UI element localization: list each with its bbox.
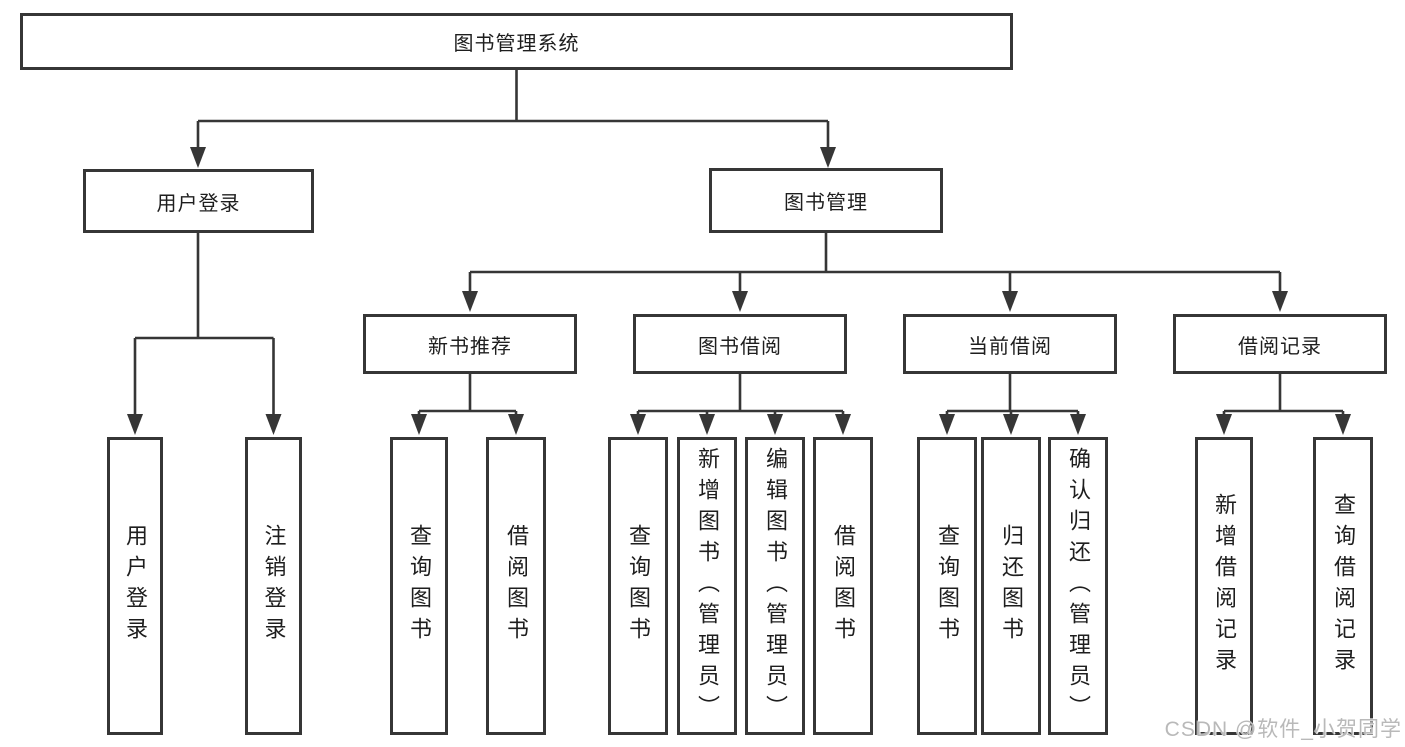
arrowhead-icon — [411, 414, 427, 435]
leaf-rec-query-books: 查询图书 — [390, 437, 448, 735]
leaf-rec-query-books-label: 查询图书 — [407, 524, 432, 648]
node-book-borrow: 图书借阅 — [633, 314, 847, 374]
leaf-add-books-admin-label: 新增图书（管理员） — [695, 446, 720, 726]
node-current-borrow: 当前借阅 — [903, 314, 1117, 374]
leaf-query-borrow-record-label: 查询借阅记录 — [1331, 493, 1356, 679]
leaf-confirm-return-admin-label: 确认归还（管理员） — [1066, 446, 1091, 726]
arrowhead-icon — [127, 414, 143, 435]
arrowhead-icon — [1216, 414, 1232, 435]
node-root-label: 图书管理系统 — [453, 33, 580, 55]
leaf-add-books-admin: 新增图书（管理员） — [677, 437, 737, 735]
leaf-return-books: 归还图书 — [981, 437, 1041, 735]
leaf-add-borrow-record-label: 新增借阅记录 — [1212, 493, 1237, 679]
arrowhead-icon — [1335, 414, 1351, 435]
leaf-query-borrow-record: 查询借阅记录 — [1313, 437, 1373, 735]
leaf-user-login: 用户登录 — [107, 437, 163, 735]
arrowheads — [127, 147, 1351, 435]
leaf-current-query-books: 查询图书 — [917, 437, 977, 735]
leaf-logout-label: 注销登录 — [261, 524, 287, 648]
leaf-rec-borrow-books: 借阅图书 — [486, 437, 546, 735]
node-user-login-label: 用户登录 — [156, 192, 241, 215]
arrowhead-icon — [767, 414, 783, 435]
node-borrow-records: 借阅记录 — [1173, 314, 1387, 374]
leaf-logout: 注销登录 — [245, 437, 302, 735]
node-user-login: 用户登录 — [83, 169, 314, 233]
arrowhead-icon — [265, 414, 282, 435]
arrowhead-icon — [732, 291, 748, 312]
leaf-current-query-books-label: 查询图书 — [935, 524, 960, 648]
leaf-user-login-label: 用户登录 — [123, 524, 148, 648]
arrowhead-icon — [508, 414, 524, 435]
leaf-edit-books-admin: 编辑图书（管理员） — [745, 437, 805, 735]
leaf-borrow-books: 借阅图书 — [813, 437, 873, 735]
node-book-management: 图书管理 — [709, 168, 943, 233]
node-borrow-records-label: 借阅记录 — [1238, 335, 1322, 358]
arrowhead-icon — [630, 414, 646, 435]
node-book-borrow-label: 图书借阅 — [698, 335, 782, 358]
leaf-edit-books-admin-label: 编辑图书（管理员） — [763, 446, 788, 726]
arrowhead-icon — [1070, 414, 1086, 435]
arrowhead-icon — [462, 291, 478, 312]
arrowhead-icon — [1272, 291, 1288, 312]
leaf-borrow-query-books: 查询图书 — [608, 437, 668, 735]
arrowhead-icon — [939, 414, 955, 435]
node-root: 图书管理系统 — [20, 13, 1013, 70]
leaf-confirm-return-admin: 确认归还（管理员） — [1048, 437, 1108, 735]
node-current-borrow-label: 当前借阅 — [968, 335, 1052, 358]
arrowhead-icon — [699, 414, 715, 435]
arrowhead-icon — [835, 414, 851, 435]
node-new-book-recommend: 新书推荐 — [363, 314, 577, 374]
arrowhead-icon — [190, 147, 206, 168]
arrowhead-icon — [1003, 414, 1019, 435]
node-book-management-label: 图书管理 — [784, 192, 868, 214]
node-new-book-recommend-label: 新书推荐 — [428, 335, 512, 358]
leaf-return-books-label: 归还图书 — [999, 524, 1024, 648]
csdn-watermark: CSDN @软件_小贺同学 — [1164, 718, 1402, 741]
leaf-rec-borrow-books-label: 借阅图书 — [504, 524, 529, 648]
leaf-borrow-query-books-label: 查询图书 — [626, 524, 651, 648]
arrowhead-icon — [820, 147, 836, 168]
leaf-borrow-books-label: 借阅图书 — [831, 524, 856, 648]
arrowhead-icon — [1002, 291, 1018, 312]
leaf-add-borrow-record: 新增借阅记录 — [1195, 437, 1253, 735]
